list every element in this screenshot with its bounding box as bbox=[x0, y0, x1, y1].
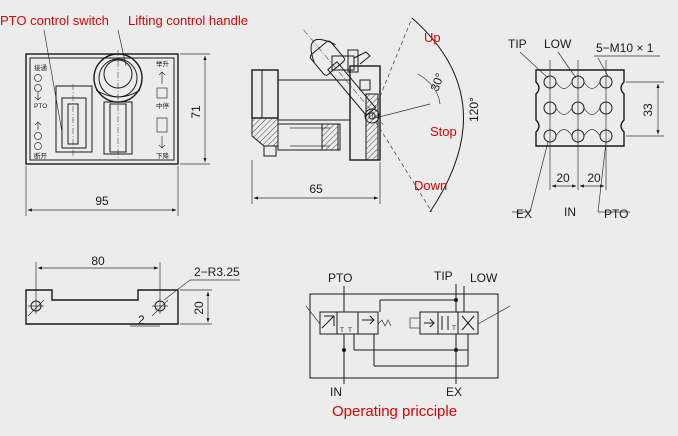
panel-text-right-mid: 中停 bbox=[156, 101, 170, 110]
schematic-t3: T bbox=[452, 325, 456, 332]
port-label-tip: TIP bbox=[508, 37, 527, 51]
dim-port-pitch-b: 20 bbox=[587, 171, 601, 185]
schematic-label-pto: PTO bbox=[328, 271, 352, 285]
port-label-low: LOW bbox=[544, 37, 572, 51]
schematic-label-in: IN bbox=[330, 385, 342, 399]
dim-bracket-radius: 2−R3.25 bbox=[194, 265, 240, 279]
dim-angle-120: 120° bbox=[467, 97, 481, 122]
dim-port-pitch-a: 20 bbox=[556, 171, 570, 185]
front-panel-outline bbox=[25, 53, 179, 165]
lifting-control-handle-label: Lifting control handle bbox=[128, 13, 248, 28]
port-label-pto: PTO bbox=[604, 207, 628, 221]
dim-front-height: 71 bbox=[189, 105, 203, 119]
thread-label: 5−M10 × 1 bbox=[596, 41, 654, 55]
operating-principle-caption: Operating pricciple bbox=[332, 403, 457, 420]
dim-bracket-offset: 2 bbox=[138, 313, 145, 327]
stop-label: Stop bbox=[430, 124, 457, 139]
side-view: 30° 120° Up Stop Down 65 bbox=[251, 17, 481, 213]
schematic-t1: T bbox=[340, 327, 344, 334]
schematic-label-low: LOW bbox=[470, 271, 498, 285]
port-view: TIP LOW 5−M10 × 1 bbox=[508, 37, 664, 221]
operating-schematic: PTO TIP LOW T T T bbox=[305, 269, 511, 420]
schematic-label-ex: EX bbox=[446, 385, 462, 399]
up-label: Up bbox=[424, 30, 441, 45]
panel-text-right-top: 举升 bbox=[156, 59, 170, 68]
front-view: PTO control switch Lifting control handl… bbox=[0, 13, 248, 216]
schematic-label-tip: TIP bbox=[434, 269, 453, 283]
port-label-in: IN bbox=[564, 205, 576, 219]
dim-bracket-span: 80 bbox=[91, 254, 105, 268]
dim-bracket-height: 20 bbox=[192, 301, 206, 315]
dim-side-depth: 65 bbox=[309, 182, 323, 196]
dim-front-width: 95 bbox=[95, 194, 109, 208]
schematic-t2: T bbox=[348, 327, 352, 334]
port-label-ex: EX bbox=[516, 207, 532, 221]
panel-text-left-top: 接通 bbox=[34, 63, 48, 72]
panel-text-left-bottom: 断开 bbox=[34, 151, 48, 160]
panel-text-right-bottom: 下降 bbox=[156, 151, 170, 160]
dim-angle-30: 30° bbox=[428, 71, 447, 93]
dim-port-height: 33 bbox=[641, 103, 655, 117]
panel-text-left-pto: PTO bbox=[34, 103, 47, 110]
pto-control-switch-label: PTO control switch bbox=[0, 13, 109, 28]
down-label: Down bbox=[414, 178, 447, 193]
bracket-view: 80 2−R3.25 2 20 bbox=[25, 254, 240, 327]
